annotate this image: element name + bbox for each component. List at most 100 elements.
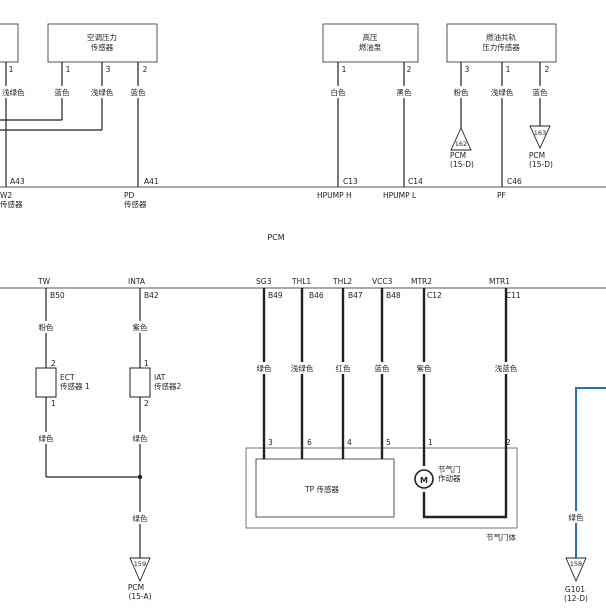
- term-mtr2-name: MTR2: [411, 277, 432, 286]
- wire-color-left: 浅绿色: [2, 87, 25, 97]
- wire-color-thl2: 红色: [336, 363, 351, 373]
- wire-color-rail-3: 粉色: [454, 87, 469, 97]
- terminal-c13-name: HPUMP H: [317, 191, 352, 200]
- terminal-a41-name: PD: [124, 191, 135, 200]
- wire-color-vcc3: 蓝色: [375, 363, 390, 373]
- wire-color-hp-1: 白色: [331, 87, 346, 97]
- pcm-label: PCM: [267, 233, 284, 242]
- iat-label-1: IAT: [154, 373, 166, 382]
- pin-rail-1: 1: [506, 65, 511, 74]
- ref-158-line1: G101: [565, 585, 585, 594]
- ref-163-line2: (15-D): [529, 160, 553, 169]
- terminal-c46: C46: [507, 177, 522, 186]
- ect-pin-1: 1: [51, 399, 56, 408]
- ect-pin-2: 2: [51, 359, 56, 368]
- pin-hp-1: 1: [342, 65, 347, 74]
- pin-ac-2: 2: [143, 65, 148, 74]
- ref-163-symbol: 163: [529, 125, 551, 150]
- tp-pin-6: 6: [307, 438, 312, 447]
- ground-wire: [575, 387, 606, 558]
- ref-159-num: 159: [134, 560, 146, 568]
- wire-color-inta: 紫色: [133, 322, 148, 332]
- ref-159-line1: PCM: [128, 583, 144, 592]
- iat-sensor-element: [129, 367, 151, 398]
- fuel-rail-sensor-label-2: 压力传感器: [482, 42, 520, 52]
- throttle-body-label: 节气门体: [486, 532, 516, 542]
- ref-158-num: 158: [570, 560, 582, 568]
- tp-sensor-box: [255, 458, 395, 518]
- iat-pin-1: 1: [144, 359, 149, 368]
- terminal-a41-sub: 传感器: [124, 199, 147, 209]
- tp-pin-2: 2: [506, 438, 511, 447]
- wire-color-thl1: 浅绿色: [291, 363, 314, 373]
- wire-color-ect-low: 绿色: [39, 433, 54, 443]
- ref-159-line2: (15-A): [128, 592, 151, 601]
- tp-pin-4: 4: [347, 438, 352, 447]
- pin-ac-1: 1: [66, 65, 71, 74]
- tp-sensor-label: TP 传感器: [304, 484, 339, 494]
- wire-color-rail-1: 浅绿色: [491, 87, 514, 97]
- term-inta-name: INTA: [128, 277, 146, 286]
- ac-pressure-sensor-label-2: 传感器: [91, 42, 114, 52]
- hp-pump-label-2: 燃油泵: [359, 42, 382, 52]
- term-b42: B42: [144, 291, 159, 300]
- junction-dot: [137, 474, 143, 480]
- terminal-a41: A41: [144, 177, 159, 186]
- motor-m-glyph: M: [420, 476, 428, 485]
- hp-pump-label-1: 高压: [363, 32, 378, 42]
- wire-color-ac-3: 浅绿色: [91, 87, 114, 97]
- terminal-c14: C14: [408, 177, 423, 186]
- pin-hp-2: 2: [407, 65, 412, 74]
- pin-ac-3: 3: [106, 65, 111, 74]
- pin-rail-2: 2: [545, 65, 550, 74]
- ac-pressure-sensor-label-1: 空调压力: [87, 32, 117, 42]
- ref-162-line1: PCM: [450, 151, 466, 160]
- ac-pressure-sensor-box: [47, 23, 158, 63]
- terminal-a43-name: W2: [0, 191, 12, 200]
- tp-pin-3: 3: [268, 438, 273, 447]
- iat-pin-2: 2: [144, 399, 149, 408]
- wire-color-joined: 绿色: [133, 513, 148, 523]
- ect-label-2: 传感器 1: [60, 381, 90, 391]
- wire-color-ac-2: 蓝色: [131, 87, 146, 97]
- actuator-label-2: 作动器: [438, 473, 461, 483]
- wire-color-ac-1: 蓝色: [55, 87, 70, 97]
- terminal-a43: A43: [10, 177, 25, 186]
- ect-label-1: ECT: [60, 373, 75, 382]
- pin-rail-3: 3: [465, 65, 470, 74]
- term-vcc3-name: VCC3: [372, 277, 393, 286]
- term-b46: B46: [309, 291, 324, 300]
- ref-158-line2: (12-D): [564, 594, 588, 603]
- left-partial-component: [0, 23, 19, 63]
- term-thl2-name: THL2: [332, 277, 352, 286]
- terminal-c13: C13: [343, 177, 358, 186]
- term-b47: B47: [348, 291, 363, 300]
- wire-color-mtr1: 浅蓝色: [495, 363, 518, 373]
- term-thl1-name: THL1: [291, 277, 311, 286]
- wire-color-tw: 粉色: [39, 322, 54, 332]
- iat-label-2: 传感器2: [154, 381, 181, 391]
- ref-162-line2: (15-D): [450, 160, 474, 169]
- tp-pin-5: 5: [386, 438, 391, 447]
- sensor-wires: [45, 288, 141, 558]
- wire-color-iat-low: 绿色: [133, 433, 148, 443]
- term-b50: B50: [50, 291, 65, 300]
- wire-color-ground: 绿色: [569, 512, 584, 522]
- wire-color-hp-2: 黑色: [397, 87, 412, 97]
- terminal-c14-name: HPUMP L: [383, 191, 417, 200]
- hp-pump-box: [322, 23, 419, 63]
- throttle-motor-icon: [414, 469, 434, 489]
- term-b48: B48: [386, 291, 401, 300]
- pin-left-1: 1: [9, 65, 14, 74]
- ref-162-symbol: 162: [450, 126, 472, 151]
- terminal-a43-sub: 传感器: [0, 199, 23, 209]
- wire-color-sg3: 绿色: [257, 363, 272, 373]
- ref-159-symbol: 159: [129, 557, 151, 583]
- ref-163-line1: PCM: [529, 151, 545, 160]
- wire-color-mtr2: 紫色: [417, 363, 432, 373]
- term-mtr1-name: MTR1: [489, 277, 510, 286]
- term-c12: C12: [427, 291, 442, 300]
- fuel-rail-sensor-label-1: 燃油共轨: [486, 32, 516, 42]
- fuel-rail-sensor-box: [446, 23, 557, 63]
